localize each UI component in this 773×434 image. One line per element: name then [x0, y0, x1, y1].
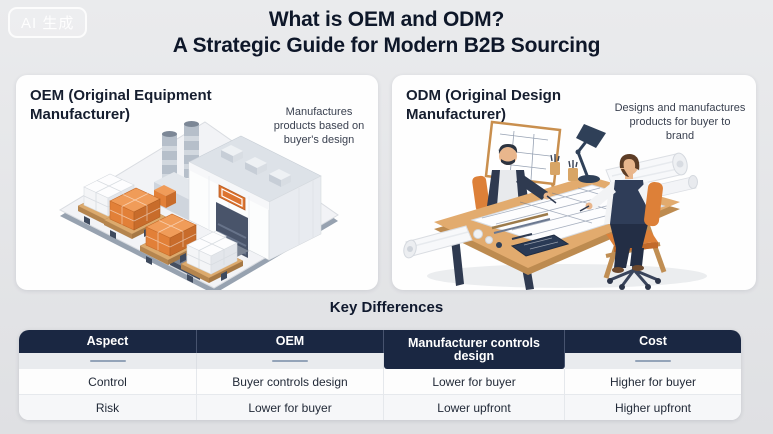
table-cell-control-oem: Buyer controls design: [197, 369, 384, 395]
table-cell-risk-cost: Higher upfront: [565, 395, 741, 420]
header-underline-aspect: [19, 353, 197, 369]
table-cell-control: Control: [19, 369, 197, 395]
table-cell-risk-oem: Lower for buyer: [197, 395, 384, 420]
table-cell-control-manufacturer: Lower for buyer: [384, 369, 565, 395]
table-cell-control-cost: Higher for buyer: [565, 369, 741, 395]
oem-heading: OEM (Original Equipment Manufacturer): [30, 87, 212, 123]
dash-icon: [635, 360, 671, 362]
table-header-aspect: Aspect: [19, 330, 197, 353]
table-cell-risk: Risk: [19, 395, 197, 420]
odm-caption: Designs and manufactures products for bu…: [614, 102, 746, 142]
odm-heading: ODM (Original Design Manufacturer): [406, 87, 562, 123]
key-differences-table: Aspect OEM Manufacturer controls design …: [19, 330, 741, 420]
header-underline-oem: [197, 353, 384, 369]
oem-panel: OEM (Original Equipment Manufacturer) Ma…: [16, 75, 378, 290]
odm-panel: ODM (Original Design Manufacturer) Desig…: [392, 75, 756, 290]
title-line-1: What is OEM and ODM?: [268, 8, 505, 31]
ai-generated-watermark: AI 生成: [8, 7, 88, 38]
key-differences-title: Key Differences: [329, 299, 444, 316]
design-studio-illustration-icon: [403, 120, 707, 290]
oem-caption: Manufactures products based on buyer's d…: [273, 106, 365, 146]
table-header-oem: OEM: [197, 330, 384, 353]
table-cell-risk-manufacturer: Lower upfront: [384, 395, 565, 420]
header-underline-cost: [565, 353, 741, 369]
table-header-cost: Cost: [565, 330, 741, 353]
dash-icon: [89, 360, 126, 362]
factory-illustration-icon: [58, 121, 339, 290]
title-line-2: A Strategic Guide for Modern B2B Sourcin…: [172, 34, 601, 57]
dash-icon: [272, 360, 308, 362]
page-title: What is OEM and ODM? A Strategic Guide f…: [0, 7, 773, 59]
table-header-manufacturer-controls-design: Manufacturer controls design: [384, 330, 565, 369]
